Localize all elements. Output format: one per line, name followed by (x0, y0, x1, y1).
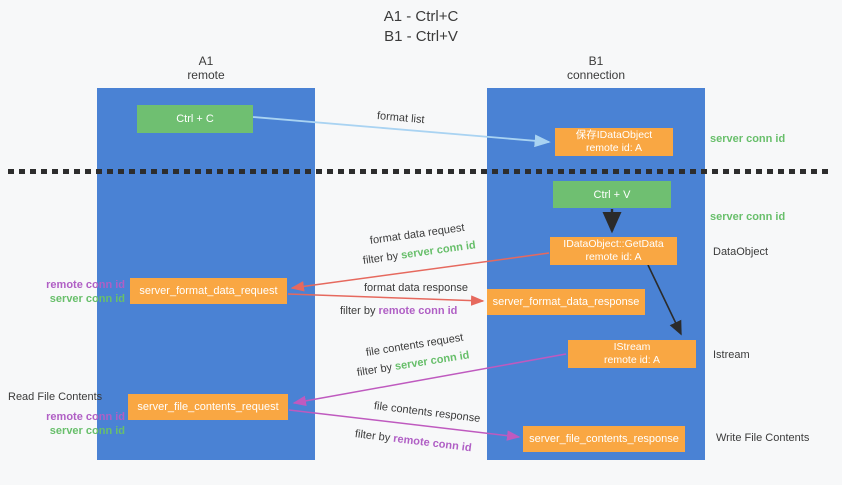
save-idataobject-node: 保存IDataObject remote id: A (555, 128, 673, 156)
istream-node: IStream remote id: A (568, 340, 696, 368)
remote-conn-id-left-1: remote conn id (46, 279, 125, 291)
left-conn-id-stack-1: remote conn id server conn id (5, 279, 125, 306)
diagram-title: A1 - Ctrl+C B1 - Ctrl+V (0, 7, 842, 47)
format-request-node: server_format_data_request (130, 278, 287, 304)
filter-by-text: filter by (356, 361, 393, 379)
ctrl-v-label: Ctrl + V (593, 188, 631, 201)
format-request-label: server_format_data_request (139, 285, 278, 297)
getdata-line2: remote id: A (585, 251, 642, 263)
server-conn-id-left-2: server conn id (49, 424, 125, 437)
getdata-line1: IDataObject::GetData (563, 238, 664, 250)
format-list-label: format list (376, 110, 426, 127)
ctrl-c-node: Ctrl + C (137, 105, 253, 133)
remote-conn-id-left-2: remote conn id (46, 411, 125, 423)
format-response-label: server_format_data_response (492, 296, 640, 308)
lifeline-a1-subtitle: remote (187, 68, 225, 82)
format-response-node: server_format_data_response (487, 289, 645, 315)
format-data-response-label: format data response (364, 282, 468, 294)
dataobject-side-label: DataObject (713, 246, 769, 258)
file-contents-response-label: file contents response (373, 400, 481, 425)
lifeline-b1-header: B1 connection (487, 54, 705, 82)
getdata-node: IDataObject::GetData remote id: A (550, 237, 677, 265)
left-conn-id-stack-2: remote conn id server conn id (5, 411, 125, 438)
lifeline-a1-name: A1 (198, 54, 214, 68)
read-file-contents-label: Read File Contents (8, 391, 103, 403)
file-response-node: server_file_contents_response (523, 426, 685, 452)
title-line-2: B1 - Ctrl+V (384, 28, 458, 45)
istream-line2: remote id: A (603, 354, 661, 366)
ctrl-v-node: Ctrl + V (553, 181, 671, 208)
remote-conn-id-text: remote conn id (378, 305, 458, 317)
filter-by-text: filter by (340, 305, 376, 317)
istream-line1: IStream (613, 341, 651, 353)
lifeline-b1-subtitle: connection (566, 68, 626, 82)
filter-by-remote-conn-id-label-1: filter by remote conn id (340, 305, 457, 317)
server-conn-id-left-1: server conn id (49, 292, 125, 305)
title-line-1: A1 - Ctrl+C (383, 8, 459, 25)
server-conn-id-right-mid: server conn id (710, 211, 786, 223)
ctrl-c-label: Ctrl + C (176, 113, 214, 125)
write-file-contents-label: Write File Contents (716, 432, 810, 444)
file-request-label: server_file_contents_request (137, 401, 279, 413)
lifeline-a1-header: A1 remote (97, 54, 315, 82)
filter-by-text: filter by (362, 250, 399, 267)
filter-by-text: filter by (354, 428, 391, 445)
file-response-label: server_file_contents_response (529, 433, 679, 445)
save-idataobject-line1: 保存IDataObject (575, 129, 653, 141)
save-idataobject-line2: remote id: A (585, 142, 642, 154)
lifeline-b1-name: B1 (588, 54, 604, 68)
file-request-node: server_file_contents_request (128, 394, 288, 420)
remote-conn-id-text: remote conn id (392, 432, 473, 455)
server-conn-id-right-top: server conn id (710, 133, 786, 145)
separator-dotted-line (8, 169, 828, 174)
filter-by-remote-conn-id-label-2: filter by remote conn id (354, 428, 472, 454)
istream-side-label: Istream (713, 349, 750, 361)
server-conn-id-text: server conn id (400, 239, 477, 262)
format-data-response-arrow (287, 293, 485, 306)
